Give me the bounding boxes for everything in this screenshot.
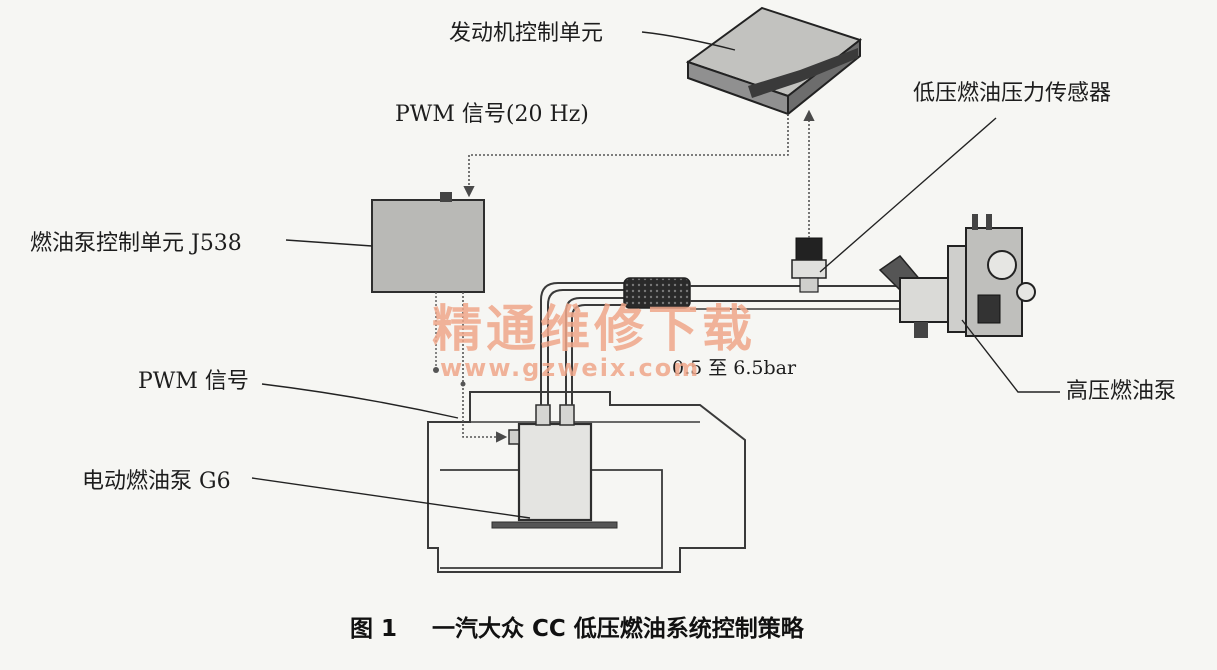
pwm-signal-top-label: PWM 信号(20 Hz) xyxy=(395,102,589,127)
pump-control-unit-box xyxy=(371,192,485,293)
electric-fuel-pump xyxy=(491,404,618,529)
pressure-range-label: 0.5 至 6.5bar xyxy=(672,357,797,379)
fuel-lines xyxy=(540,277,930,405)
low-pressure-sensor xyxy=(791,237,827,293)
pump-control-unit-label: 燃油泵控制单元 J538 xyxy=(30,231,242,256)
j538-to-pump-signal xyxy=(462,292,508,443)
engine-control-unit xyxy=(685,6,863,117)
low-pressure-sensor-label: 低压燃油压力传感器 xyxy=(913,81,1111,106)
high-pressure-pump xyxy=(878,214,1036,338)
signal-lines xyxy=(433,109,815,443)
watermark-url: www.gzweix.com xyxy=(440,354,700,382)
watermark-text: 精通维修下载 xyxy=(432,300,756,358)
figure-number: 图 1 xyxy=(350,616,397,642)
high-pressure-pump-label: 高压燃油泵 xyxy=(1066,379,1176,404)
fuel-hose-grip xyxy=(623,277,691,309)
figure-caption: 一汽大众 CC 低压燃油系统控制策略 xyxy=(432,615,805,642)
pwm-signal-bottom-label: PWM 信号 xyxy=(138,369,249,394)
electric-fuel-pump-label: 电动燃油泵 G6 xyxy=(82,469,231,494)
ecu-label: 发动机控制单元 xyxy=(449,21,603,46)
leader-lines xyxy=(251,31,1060,519)
ecu-to-j538-signal xyxy=(463,114,789,198)
